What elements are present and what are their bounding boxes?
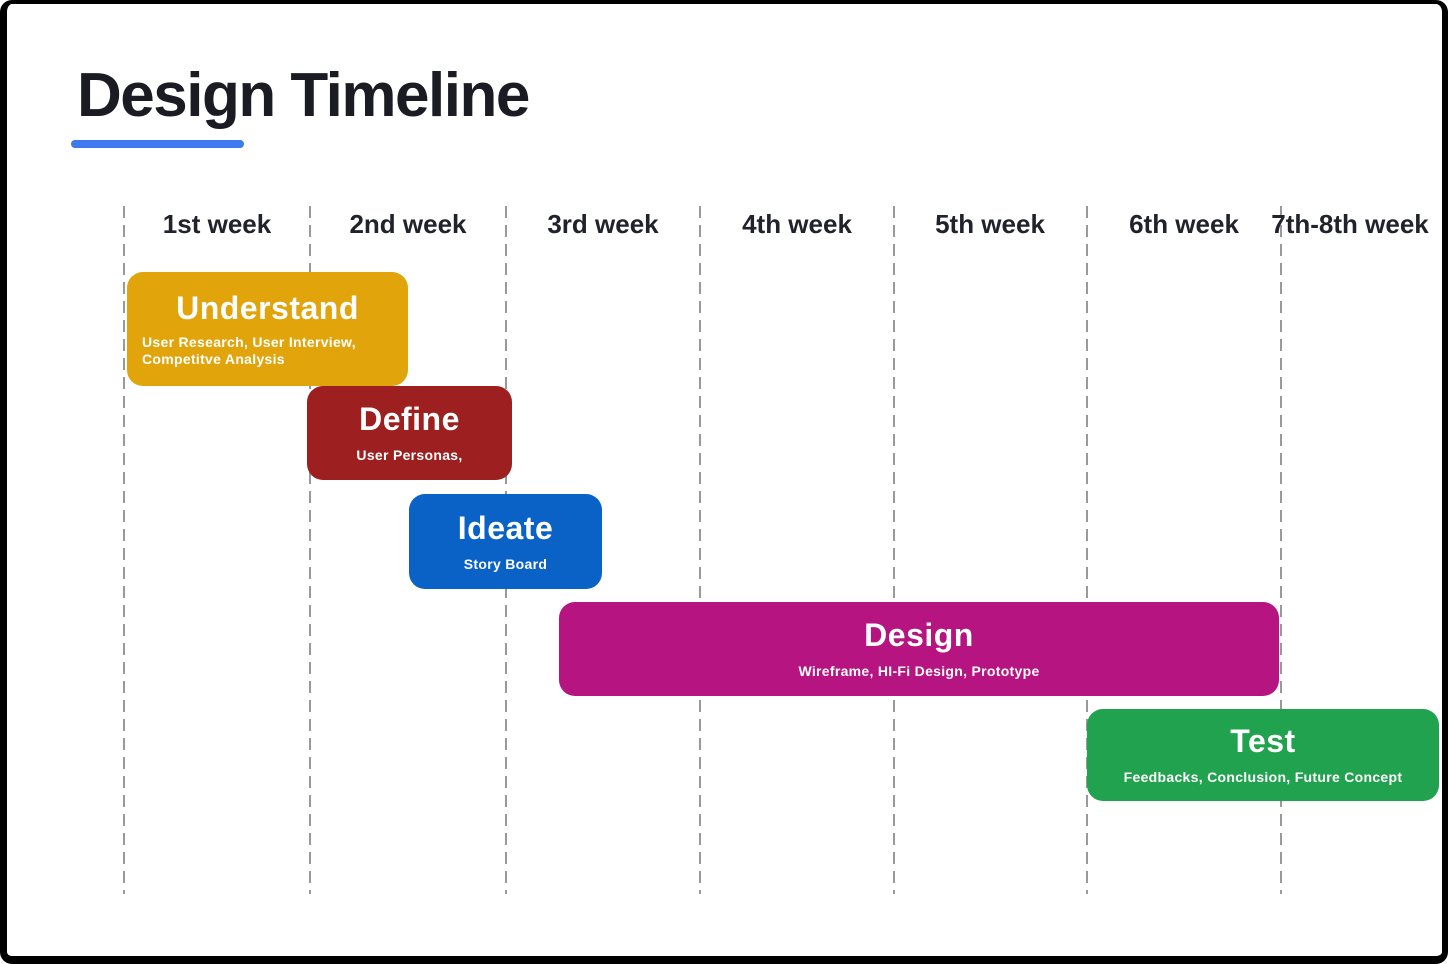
- phase-subtitle: User Research, User Interview, Competitv…: [142, 333, 356, 368]
- title-underline: [71, 140, 244, 148]
- week-gridline: [309, 206, 311, 894]
- week-gridline: [1086, 206, 1088, 894]
- phase-bar-design: Design Wireframe, HI-Fi Design, Prototyp…: [559, 602, 1279, 696]
- phase-subtitle: Feedbacks, Conclusion, Future Concept: [1123, 769, 1403, 786]
- phase-bar-test: Test Feedbacks, Conclusion, Future Conce…: [1087, 709, 1439, 801]
- phase-title: Ideate: [457, 509, 554, 546]
- week-label-1: 1st week: [162, 209, 272, 239]
- phase-subtitle: Wireframe, HI-Fi Design, Prototype: [798, 663, 1040, 680]
- phase-bar-understand: Understand User Research, User Interview…: [127, 272, 408, 386]
- week-label-4: 4th week: [742, 209, 852, 239]
- phase-title: Understand: [176, 289, 359, 326]
- week-label-6: 6th week: [1129, 209, 1239, 239]
- page-title: Design Timeline: [77, 61, 530, 130]
- week-gridline: [893, 206, 895, 894]
- phase-title: Test: [1230, 723, 1296, 760]
- week-label-3: 3rd week: [547, 209, 659, 239]
- phase-bar-ideate: Ideate Story Board: [409, 494, 602, 589]
- phase-title: Design: [864, 617, 974, 654]
- week-gridline: [699, 206, 701, 894]
- phase-subtitle: User Personas,: [356, 447, 463, 464]
- phase-subtitle: Story Board: [463, 555, 548, 572]
- week-gridline: [123, 206, 125, 894]
- phase-title: Define: [359, 401, 460, 438]
- week-label-7: 7th-8th week: [1271, 209, 1429, 239]
- week-gridline: [1280, 206, 1282, 894]
- week-label-2: 2nd week: [349, 209, 467, 239]
- week-label-5: 5th week: [935, 209, 1045, 239]
- phase-bar-define: Define User Personas,: [307, 386, 512, 480]
